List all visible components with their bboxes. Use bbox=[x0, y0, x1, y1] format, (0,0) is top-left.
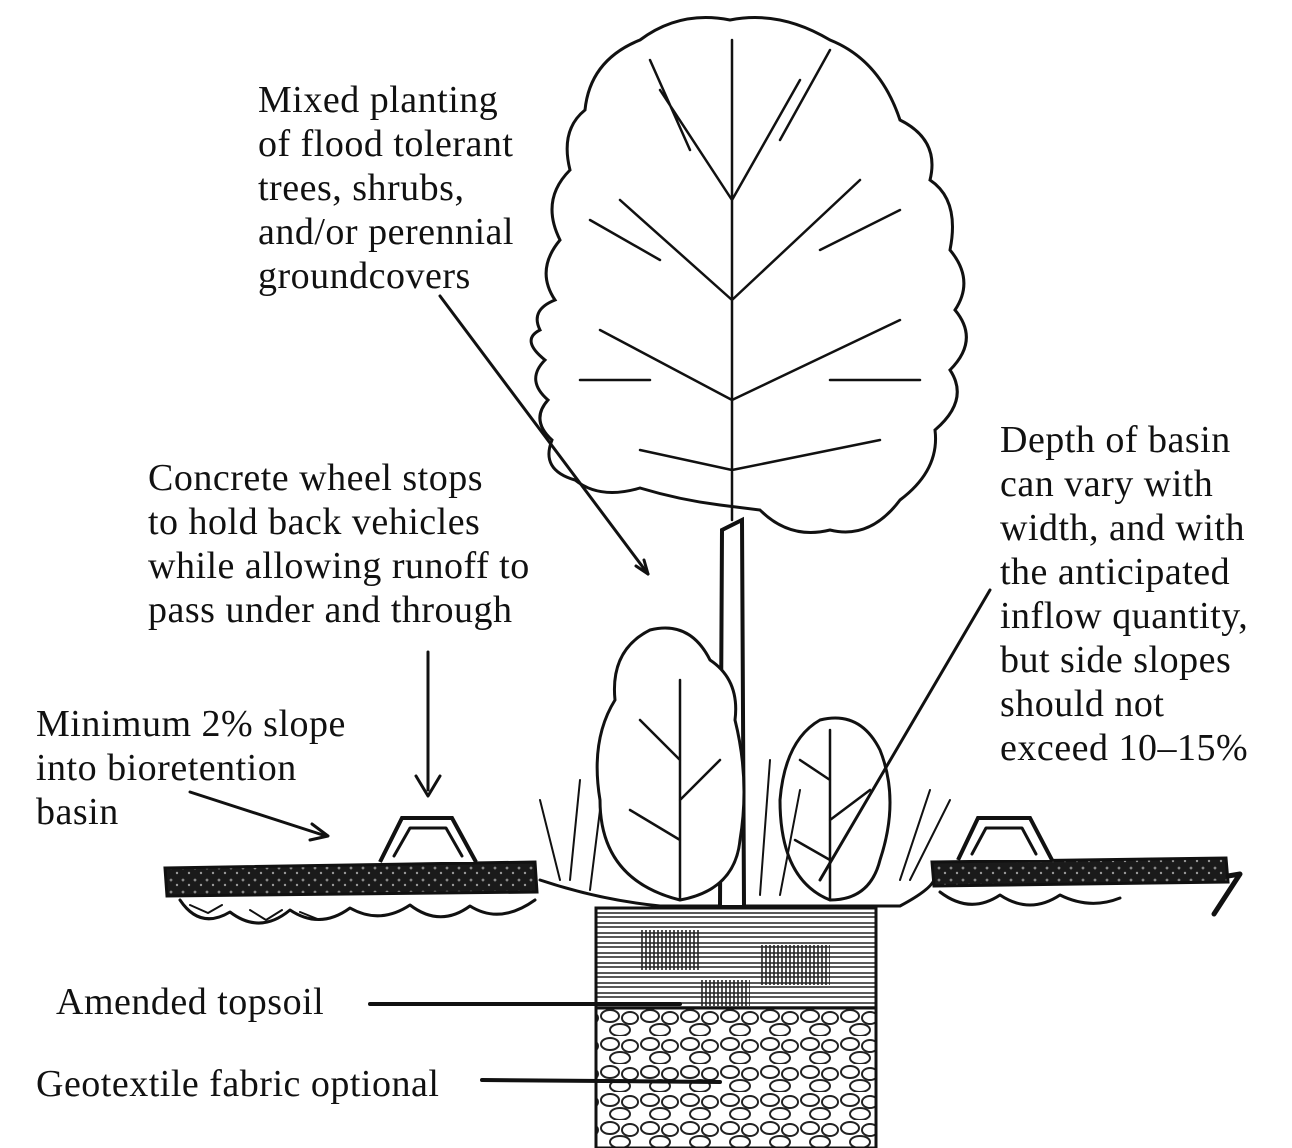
pavement-right bbox=[930, 856, 1243, 917]
arrow-slope bbox=[308, 822, 330, 842]
depth-label: Depth of basin can vary with width, and … bbox=[1000, 418, 1248, 770]
leader-planting bbox=[438, 294, 650, 576]
topsoil-text: Amended topsoil bbox=[56, 981, 325, 1023]
planting-label: Mixed planting of flood tolerant trees, … bbox=[258, 78, 514, 298]
wheel-stops-line-4: pass under and through bbox=[148, 589, 513, 631]
grasses bbox=[539, 759, 951, 896]
geotextile-text: Geotextile fabric optional bbox=[36, 1063, 440, 1105]
depth-line-3: width, and with bbox=[1000, 507, 1245, 549]
leader-geotextile bbox=[480, 1078, 722, 1084]
planting-line-2: of flood tolerant bbox=[258, 123, 514, 165]
arrow-planting bbox=[634, 558, 650, 576]
planting-line-3: trees, shrubs, bbox=[258, 167, 465, 209]
shrub-right bbox=[778, 716, 892, 902]
depth-line-7: should not bbox=[1000, 683, 1165, 725]
planting-line-5: groundcovers bbox=[258, 255, 471, 297]
leader-lines bbox=[188, 294, 992, 1084]
wheel-stops-line-3: while allowing runoff to bbox=[148, 545, 530, 587]
arrow-wheelstops bbox=[414, 774, 442, 798]
depth-line-2: can vary with bbox=[1000, 463, 1214, 505]
topsoil-label: Amended topsoil bbox=[56, 980, 324, 1024]
leader-depth bbox=[818, 588, 992, 882]
slope-line-3: basin bbox=[36, 791, 119, 833]
slope-label: Minimum 2% slope into bioretention basin bbox=[36, 702, 346, 834]
depth-line-6: but side slopes bbox=[1000, 639, 1232, 681]
depth-line-4: the anticipated bbox=[1000, 551, 1231, 593]
planting-line-4: and/or perennial bbox=[258, 211, 514, 253]
slope-line-2: into bioretention bbox=[36, 747, 297, 789]
wheel-stop-right bbox=[956, 816, 1054, 861]
wheel-stops-line-2: to hold back vehicles bbox=[148, 501, 481, 543]
wheel-stops-line-1: Concrete wheel stops bbox=[148, 457, 484, 499]
wheel-stops-label: Concrete wheel stops to hold back vehicl… bbox=[148, 456, 530, 632]
leader-slope bbox=[188, 790, 328, 838]
depth-line-5: inflow quantity, bbox=[1000, 595, 1249, 637]
pavement-left bbox=[163, 860, 539, 925]
geotextile-label: Geotextile fabric optional bbox=[36, 1062, 439, 1106]
basin-soil bbox=[538, 878, 936, 1148]
depth-line-8: exceed 10–15% bbox=[1000, 727, 1249, 769]
wheel-stop-left bbox=[378, 816, 478, 863]
depth-line-1: Depth of basin bbox=[1000, 419, 1231, 461]
planting-line-1: Mixed planting bbox=[258, 79, 499, 121]
slope-line-1: Minimum 2% slope bbox=[36, 703, 346, 745]
shrub-left bbox=[595, 626, 746, 902]
